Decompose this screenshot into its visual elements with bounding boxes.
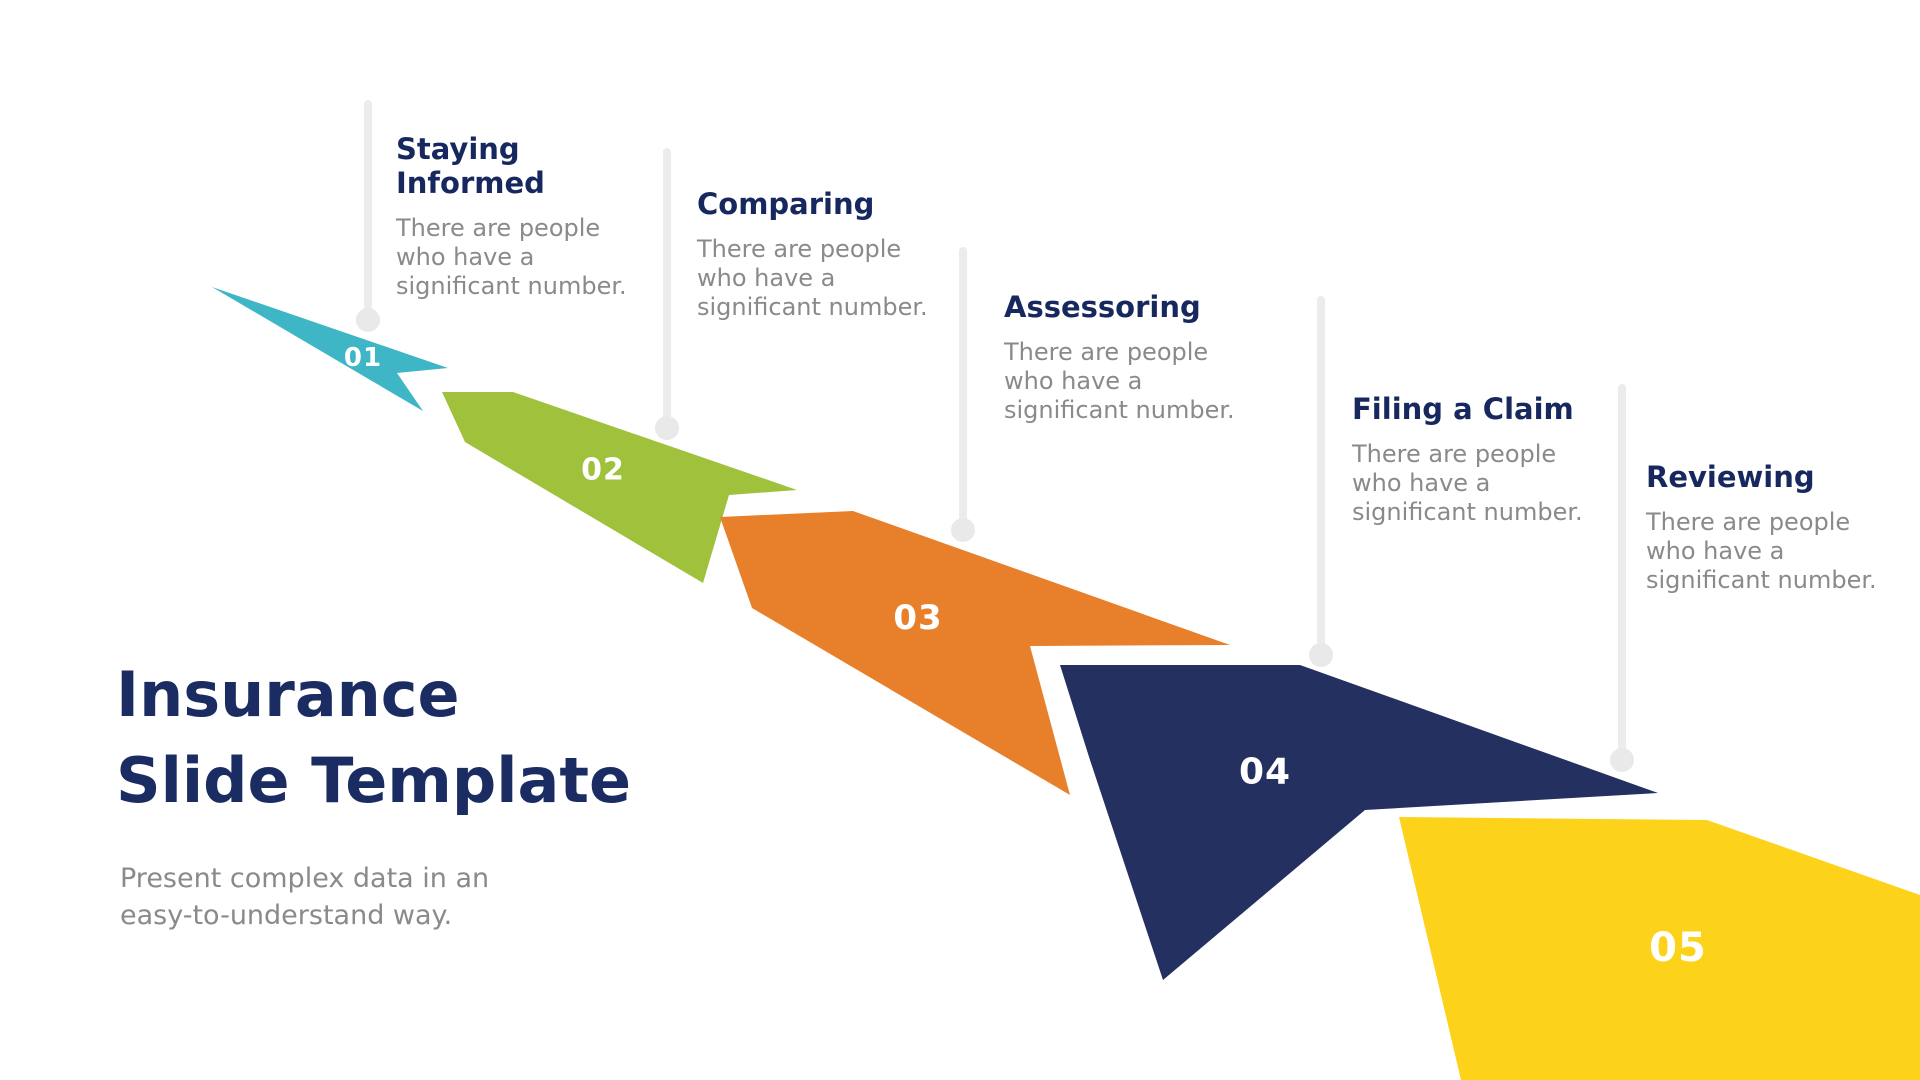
page-title: Insurance Slide Template bbox=[116, 652, 631, 824]
step-label-1: Staying Informed There are people who ha… bbox=[396, 132, 628, 301]
timeline-dot-1 bbox=[356, 308, 380, 332]
step-description: There are people who have a significant … bbox=[1646, 508, 1877, 594]
step-arrow-shape-1 bbox=[212, 287, 448, 411]
step-arrow-shape-2 bbox=[442, 392, 797, 583]
step-label-3: Assessoring There are people who have a … bbox=[1004, 290, 1236, 425]
step-arrow-shape-4 bbox=[1060, 665, 1658, 980]
step-label-2: Comparing There are people who have a si… bbox=[697, 187, 929, 322]
step-number-1: 01 bbox=[343, 343, 383, 373]
step-label-5: Reviewing There are people who have a si… bbox=[1646, 460, 1878, 595]
page-title-line-2: Slide Template bbox=[116, 744, 632, 817]
step-label-4: Filing a Claim There are people who have… bbox=[1352, 392, 1584, 527]
step-number-5: 05 bbox=[1649, 925, 1707, 971]
step-number-4: 04 bbox=[1238, 751, 1292, 793]
step-number-3: 03 bbox=[893, 598, 943, 638]
step-description: There are people who have a significant … bbox=[396, 214, 627, 300]
step-description: There are people who have a significant … bbox=[1004, 338, 1235, 424]
step-number-2: 02 bbox=[581, 452, 625, 488]
timeline-dot-3 bbox=[951, 518, 975, 542]
page-subtitle: Present complex data in an easy-to-under… bbox=[120, 863, 490, 931]
timeline-dot-2 bbox=[655, 416, 679, 440]
step-arrow-shape-3 bbox=[720, 511, 1230, 795]
page-title-line-1: Insurance bbox=[116, 658, 460, 731]
timeline-dot-5 bbox=[1610, 748, 1634, 772]
step-title: Staying Informed bbox=[396, 132, 545, 200]
step-title: Reviewing bbox=[1646, 460, 1815, 494]
step-description: There are people who have a significant … bbox=[697, 235, 928, 321]
step-description: There are people who have a significant … bbox=[1352, 440, 1583, 526]
step-title: Filing a Claim bbox=[1352, 392, 1574, 426]
step-title: Assessoring bbox=[1004, 290, 1201, 324]
step-title: Comparing bbox=[697, 187, 875, 221]
timeline-dot-4 bbox=[1309, 643, 1333, 667]
step-arrow-shape-5 bbox=[1399, 817, 1920, 1080]
